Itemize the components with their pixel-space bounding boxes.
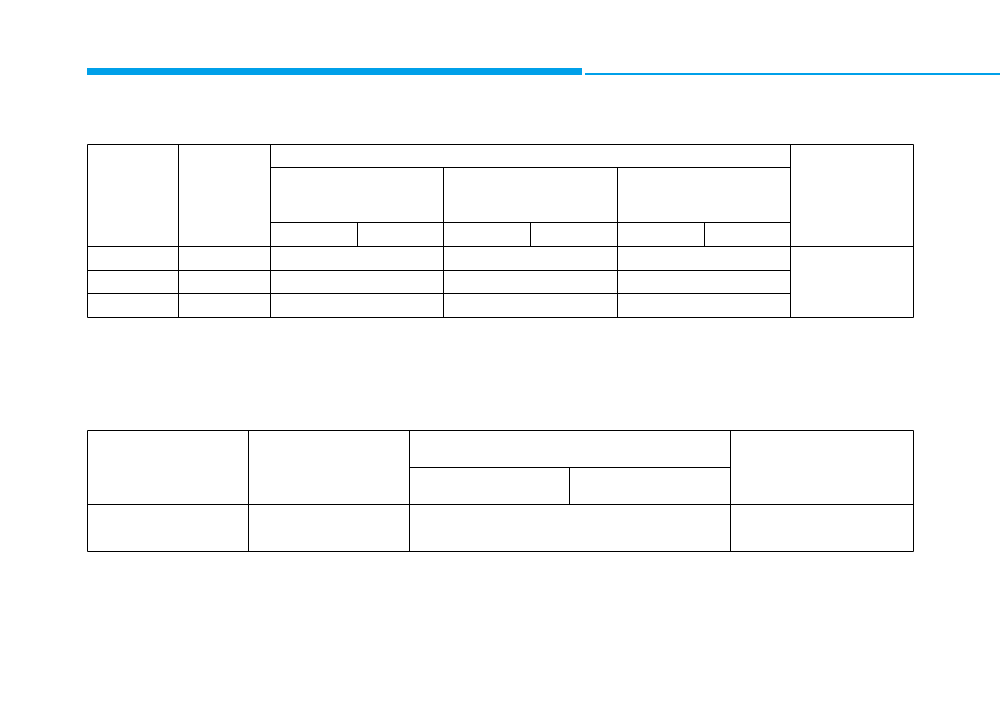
header-rule-line: [585, 73, 1000, 75]
header-accent-bar: [87, 68, 582, 75]
